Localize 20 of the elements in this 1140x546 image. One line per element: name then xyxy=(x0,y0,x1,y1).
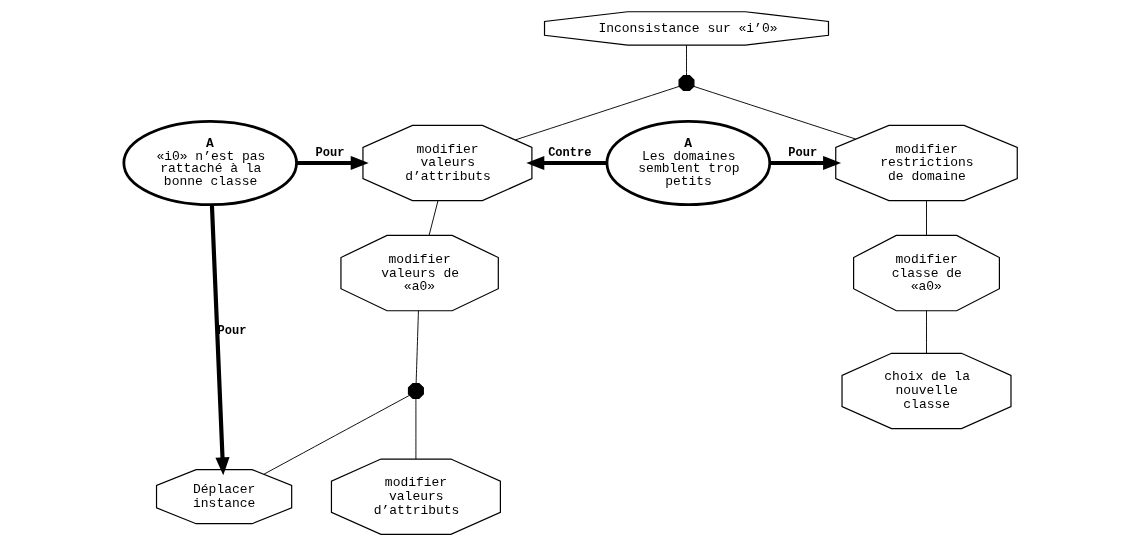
connector xyxy=(514,85,680,141)
node-ellipse: A «i0» n’est pas rattaché à la bonne classe xyxy=(121,119,298,207)
connector xyxy=(415,310,419,384)
arrow xyxy=(296,155,369,171)
arrow xyxy=(769,155,841,171)
connector xyxy=(925,310,927,354)
connector xyxy=(428,200,438,236)
connector xyxy=(692,85,856,140)
arrow xyxy=(209,204,230,476)
connector xyxy=(263,394,410,475)
node-ellipse: A Les domaines semblent trop petits xyxy=(605,119,771,207)
connector xyxy=(925,200,927,236)
connector xyxy=(685,44,687,76)
node-octagon xyxy=(407,382,424,399)
edge-label: Pour xyxy=(315,145,344,160)
edge-label: Pour xyxy=(787,145,817,160)
connector xyxy=(414,397,416,460)
edge-label: Contre xyxy=(547,145,591,160)
node-octagon xyxy=(678,75,694,92)
arrow xyxy=(525,155,607,171)
